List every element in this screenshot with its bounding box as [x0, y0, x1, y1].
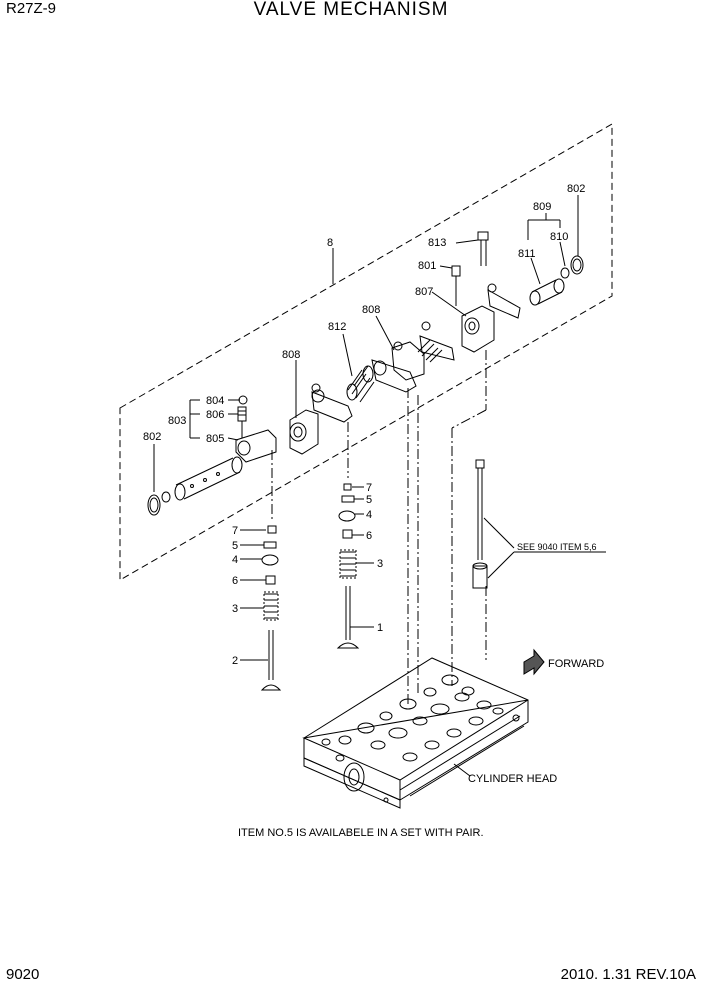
rocker-arm-pair-center-drawing — [371, 321, 455, 393]
cylinder-head-label: CYLINDER HEAD — [468, 773, 557, 785]
rocker-arm-right-drawing — [487, 283, 521, 319]
rocker-arm-left-drawing — [235, 395, 277, 463]
assembly-boundary-dashed — [119, 123, 613, 581]
callout-802-left: 802 — [143, 431, 161, 443]
callout-4-left: 4 — [232, 554, 238, 566]
callout-809: 809 — [533, 201, 551, 213]
callout-806: 806 — [206, 409, 224, 421]
leader-lines — [153, 195, 606, 777]
rocker-shaft-right-drawing — [529, 255, 584, 306]
forward-label: FORWARD — [548, 658, 604, 670]
valve-stack-left-drawing — [260, 525, 282, 691]
model-code: R27Z-9 — [6, 0, 57, 17]
page-title: VALVE MECHANISM — [253, 0, 449, 20]
callout-813: 813 — [428, 237, 446, 249]
callout-8: 8 — [327, 237, 333, 249]
callout-812: 812 — [328, 321, 346, 333]
alignment-lines — [271, 350, 487, 705]
callout-3-right: 3 — [377, 558, 383, 570]
callout-810: 810 — [550, 231, 568, 243]
callout-807: 807 — [415, 286, 433, 298]
push-rod-and-tappet-drawing — [472, 459, 488, 589]
rocker-arm-second-drawing — [311, 383, 353, 423]
callout-801: 801 — [418, 260, 436, 272]
forward-arrow-icon — [523, 648, 545, 676]
callout-6-left: 6 — [232, 575, 238, 587]
rocker-spring-drawing — [346, 365, 375, 403]
callout-2: 2 — [232, 655, 238, 667]
callout-803: 803 — [168, 415, 186, 427]
callout-7-right: 7 — [366, 482, 372, 494]
valve-stack-right-drawing — [336, 483, 360, 649]
callout-3-left: 3 — [232, 603, 238, 615]
cylinder-head-drawing — [302, 657, 529, 809]
bolt-813-drawing — [477, 231, 489, 266]
callout-5-right: 5 — [366, 494, 372, 506]
callout-7-left: 7 — [232, 525, 238, 537]
rocker-support-right-drawing — [451, 265, 495, 353]
callout-4-right: 4 — [366, 509, 372, 521]
see-reference-label: SEE 9040 ITEM 5,6 — [517, 542, 597, 552]
callout-802-right: 802 — [567, 183, 585, 195]
callout-5-left: 5 — [232, 540, 238, 552]
callout-808-right: 808 — [362, 304, 380, 316]
rocker-support-left-drawing — [289, 409, 319, 455]
callout-805: 805 — [206, 433, 224, 445]
callout-1: 1 — [377, 622, 383, 634]
revision-date: 2010. 1.31 REV.10A — [560, 966, 696, 983]
page-number: 9020 — [6, 966, 40, 983]
callout-811: 811 — [518, 248, 536, 260]
callout-804: 804 — [206, 395, 224, 407]
callout-808-left: 808 — [282, 349, 300, 361]
callout-6-right: 6 — [366, 530, 372, 542]
availability-note: ITEM NO.5 IS AVAILABELE IN A SET WITH PA… — [238, 827, 484, 839]
rocker-shaft-left-drawing — [147, 456, 243, 516]
